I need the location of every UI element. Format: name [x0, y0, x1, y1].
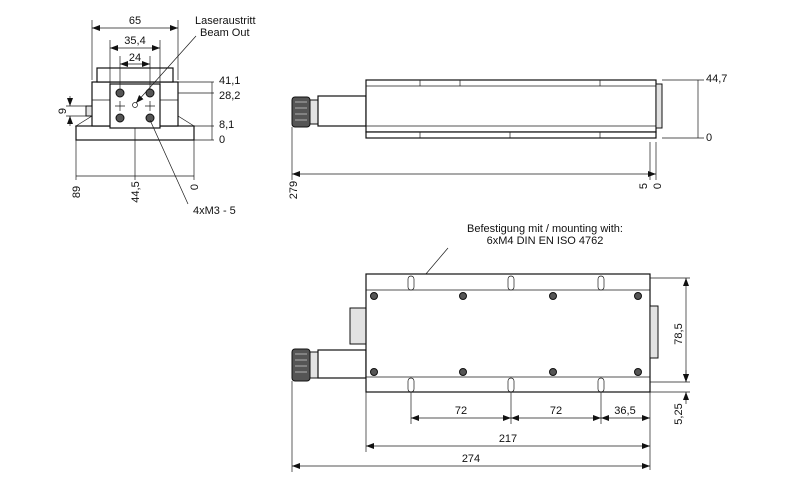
side-body [365, 79, 657, 133]
screw-callout: 4xM3 - 5 [193, 205, 236, 217]
screw-hole [115, 113, 125, 123]
dim-72-a: 72 [455, 405, 467, 417]
dim-5-25: 5,25 [673, 403, 685, 424]
dim-9: 9 [57, 108, 69, 114]
dim-35-4: 35,4 [124, 35, 145, 47]
dim-0-side: 0 [706, 132, 712, 144]
dim-8-1: 8,1 [219, 119, 234, 131]
mount-screw [634, 368, 642, 376]
mount-screw [549, 368, 557, 376]
beam-out-aperture [132, 102, 138, 108]
mount-screw [370, 368, 378, 376]
mount-screw [634, 292, 642, 300]
dim-72-b: 72 [550, 405, 562, 417]
side-view: 44,7 0 279 5 0 [288, 73, 727, 199]
mounting-label: Befestigung mit / mounting with: [467, 223, 623, 235]
top-view: Befestigung mit / mounting with: 6xM4 DI… [291, 223, 690, 472]
dim-0-right: 0 [219, 134, 225, 146]
front-view: 65 35,4 24 Laseraustritt Beam Out 41,1 2… [57, 15, 256, 217]
mounting-spec: 6xM4 DIN EN ISO 4762 [487, 235, 604, 247]
dim-0-end: 0 [652, 183, 664, 189]
mount-screw [549, 292, 557, 300]
dim-41-1: 41,1 [219, 75, 240, 87]
dim-279: 279 [288, 181, 300, 199]
dim-274: 274 [462, 453, 480, 465]
dim-5: 5 [638, 183, 650, 189]
dim-89: 89 [71, 186, 83, 198]
laser-label-en: Beam Out [200, 27, 250, 39]
dim-28-2: 28,2 [219, 90, 240, 102]
dim-0-bottom: 0 [189, 184, 201, 190]
screw-hole [115, 88, 125, 98]
dim-24: 24 [129, 52, 141, 64]
side-connector [291, 96, 311, 128]
dim-36-5: 36,5 [614, 405, 635, 417]
dim-78-5: 78,5 [673, 323, 685, 344]
mount-screw [370, 292, 378, 300]
top-body [365, 273, 651, 393]
dim-217: 217 [499, 433, 517, 445]
mount-screw [459, 292, 467, 300]
dim-65: 65 [129, 15, 141, 27]
laser-label-de: Laseraustritt [195, 15, 256, 27]
dim-44-7: 44,7 [706, 73, 727, 85]
mount-screw [459, 368, 467, 376]
screw-hole [145, 113, 155, 123]
dim-44-5: 44,5 [130, 181, 142, 202]
